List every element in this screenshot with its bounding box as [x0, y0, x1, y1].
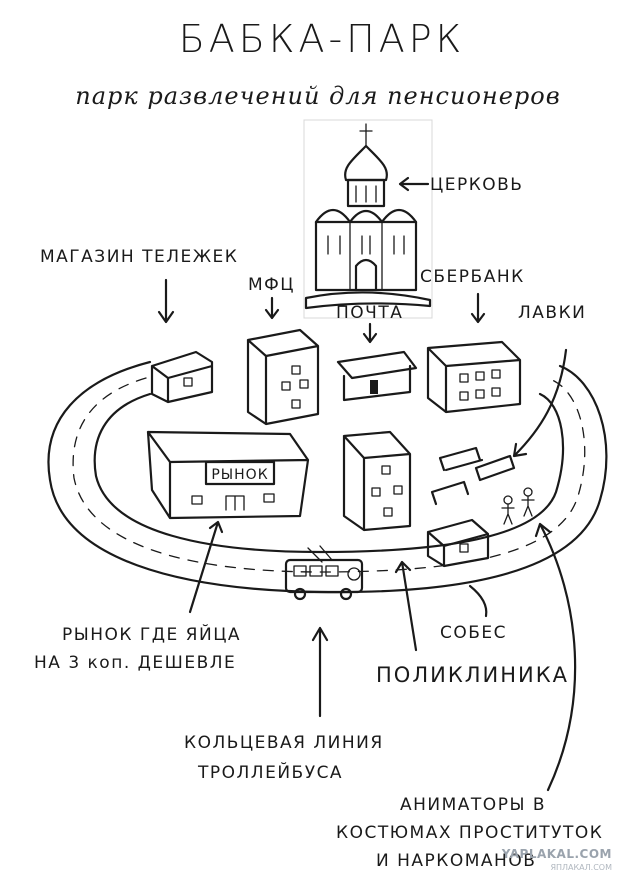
church-illustration	[303, 119, 433, 319]
building-sobes	[426, 518, 490, 568]
building-clinic	[342, 430, 412, 532]
label-benches: ЛАВКИ	[518, 303, 586, 323]
map-subtitle: парк развлечений для пенсионеров	[75, 82, 560, 110]
label-sberbank: СБЕРБАНК	[420, 267, 525, 287]
building-mfc	[246, 328, 320, 426]
building-cart-shop	[150, 350, 214, 404]
animator-figures	[501, 487, 535, 525]
church-arrow	[398, 176, 430, 192]
arrow-mfc	[264, 296, 280, 320]
arrow-benches	[512, 348, 568, 458]
arrow-cart-shop	[157, 278, 175, 324]
benches	[430, 446, 516, 506]
arrow-market	[188, 520, 224, 614]
building-post	[336, 350, 418, 402]
label-animators-line3: И НАРКОМАНОВ	[376, 851, 536, 871]
label-sobes: СОБЕС	[440, 623, 507, 643]
label-market-line2: НА 3 коп. ДЕШЕВЛЕ	[34, 653, 236, 673]
arrow-post	[362, 322, 378, 344]
label-animators-line1: АНИМАТОРЫ В	[400, 795, 546, 815]
arrow-sberbank	[470, 292, 486, 324]
building-market: РЫНОК	[146, 430, 310, 520]
watermark-main: YAPLAKAL.COM	[501, 847, 612, 861]
market-sign: РЫНОК	[211, 467, 268, 483]
label-mfc: МФЦ	[248, 275, 295, 295]
label-post: ПОЧТА	[336, 303, 403, 323]
map-title: БАБКА-ПАРК	[179, 17, 466, 61]
arrow-animators	[534, 522, 577, 792]
label-church: ЦЕРКОВЬ	[430, 175, 523, 195]
arrow-trolley	[311, 626, 329, 718]
arrow-clinic	[394, 560, 418, 652]
trolleybus	[284, 545, 364, 601]
watermark-sub: ЯПЛАКАЛ.COM	[550, 863, 612, 872]
label-cart-shop: МАГАЗИН ТЕЛЕЖЕК	[40, 247, 238, 267]
label-animators-line2: КОСТЮМАХ ПРОСТИТУТОК	[336, 823, 603, 843]
arrow-sobes	[468, 584, 488, 618]
building-sberbank	[426, 340, 522, 414]
label-clinic: ПОЛИКЛИНИКА	[376, 663, 569, 687]
label-trolley-line2: ТРОЛЛЕЙБУСА	[197, 761, 343, 783]
trolleybus-ring-road	[47, 360, 608, 594]
label-market-line1: РЫНОК ГДЕ ЯЙЦА	[62, 623, 241, 645]
label-trolley-line1: КОЛЬЦЕВАЯ ЛИНИЯ	[184, 733, 384, 753]
